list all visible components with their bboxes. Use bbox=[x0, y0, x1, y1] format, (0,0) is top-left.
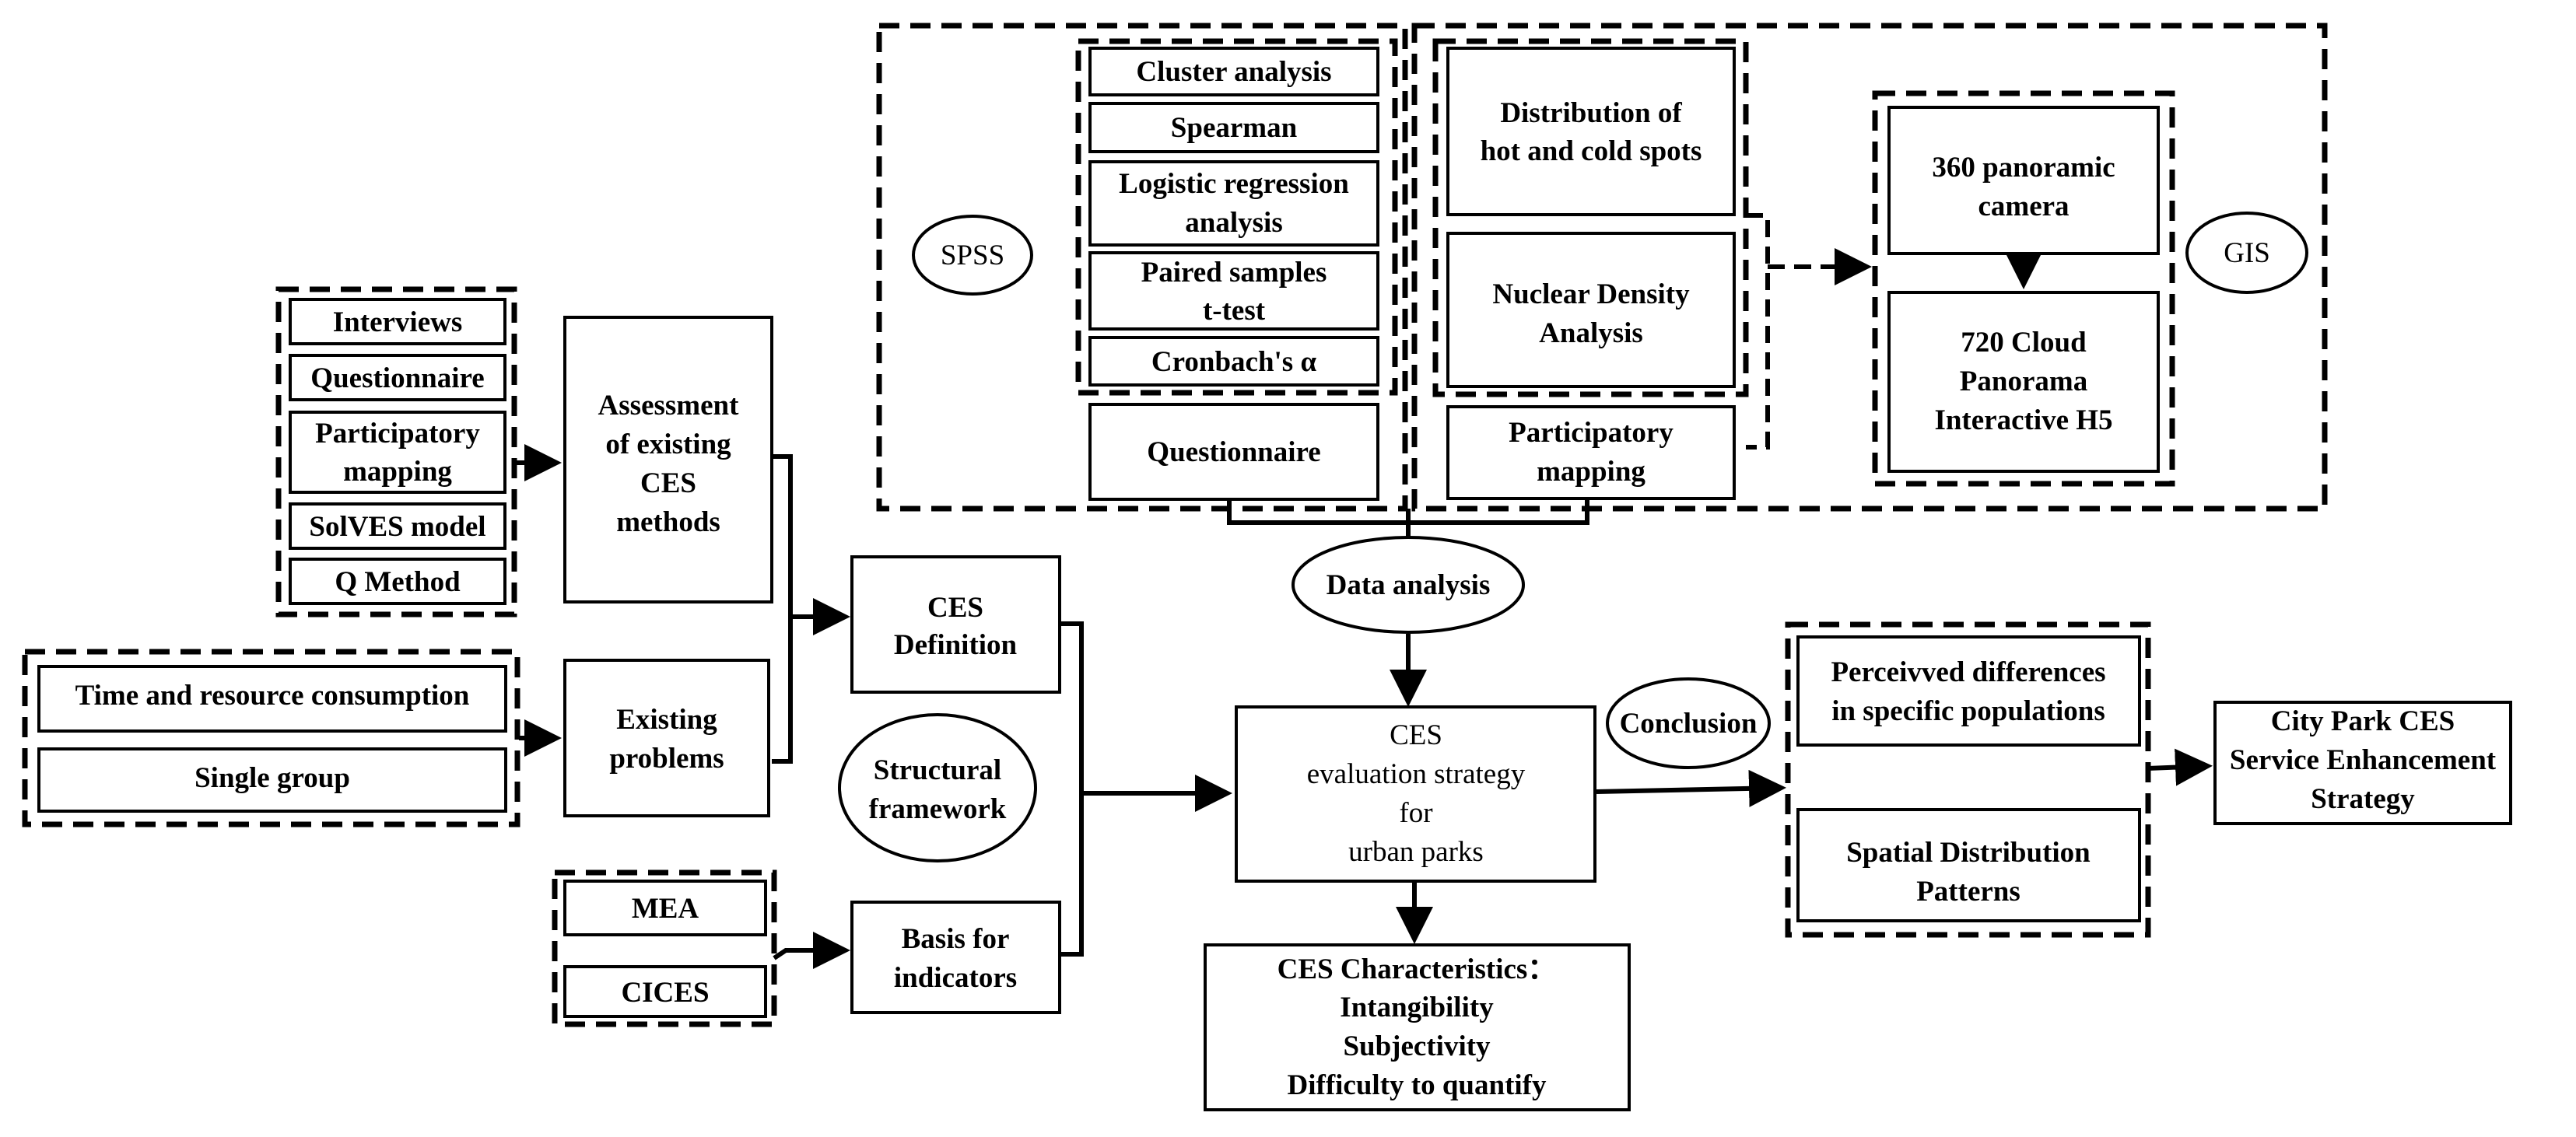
svg-text:Conclusion: Conclusion bbox=[1620, 708, 1758, 740]
spss-stats-group-border bbox=[1075, 38, 1398, 396]
ellipse-data-analysis: Data analysis bbox=[1292, 536, 1525, 634]
box-interviews: Interviews bbox=[289, 298, 506, 345]
svg-text:Cronbach's α: Cronbach's α bbox=[1151, 346, 1317, 378]
svg-text:Spearman: Spearman bbox=[1171, 112, 1298, 144]
box-q-method: Q Method bbox=[289, 558, 506, 605]
connector-gis-to-panorama-dashed bbox=[1746, 213, 1867, 450]
box-cronbach-alpha: Cronbach's α bbox=[1088, 336, 1379, 387]
box-cices: CICES bbox=[563, 965, 767, 1018]
box-mea: MEA bbox=[563, 880, 767, 936]
box-cluster-analysis: Cluster analysis bbox=[1088, 47, 1379, 96]
svg-text:MEA: MEA bbox=[632, 893, 699, 925]
box-questionnaire-top: Questionnaire bbox=[1088, 403, 1379, 501]
svg-text:Q Method: Q Method bbox=[335, 566, 461, 598]
connector-evaluation-to-conclusion bbox=[1596, 769, 1786, 807]
gis-group-border bbox=[1411, 23, 2328, 512]
connector-assessment-existing-merge bbox=[772, 454, 793, 764]
svg-text:Cluster analysis: Cluster analysis bbox=[1136, 56, 1331, 88]
ellipse-conclusion: Conclusion bbox=[1606, 677, 1771, 769]
svg-text:SPSS: SPSS bbox=[941, 240, 1004, 271]
spss-group-border bbox=[876, 23, 1408, 512]
svg-text:CICES: CICES bbox=[621, 977, 709, 1009]
svg-text:CES Characteristics：Intangibil: CES Characteristics：IntangibilitySubject… bbox=[1277, 953, 1557, 1101]
svg-text:Data analysis: Data analysis bbox=[1327, 569, 1491, 601]
conclusion-group-border bbox=[1785, 621, 2151, 938]
svg-text:Questionnaire: Questionnaire bbox=[1147, 436, 1320, 468]
ellipse-gis: GIS bbox=[2185, 212, 2308, 294]
standards-group-border bbox=[552, 869, 777, 1027]
connector-conclusion-to-strategy bbox=[2147, 748, 2213, 786]
svg-text:Interviews: Interviews bbox=[333, 306, 462, 338]
connector-standards-to-basis bbox=[773, 932, 850, 969]
svg-text:SolVES model: SolVES model bbox=[309, 511, 485, 543]
box-time-resource: Time and resource consumption bbox=[37, 665, 507, 733]
box-questionnaire-left: Questionnaire bbox=[289, 354, 506, 401]
svg-text:Questionnaire: Questionnaire bbox=[310, 362, 484, 394]
box-solves-model: SolVES model bbox=[289, 502, 506, 550]
svg-text:Time and resource consumption: Time and resource consumption bbox=[75, 680, 470, 712]
box-single-group: Single group bbox=[37, 747, 507, 813]
connector-definition-basis-merge bbox=[1060, 621, 1084, 957]
ellipse-spss: SPSS bbox=[912, 215, 1033, 296]
svg-text:Single group: Single group bbox=[195, 762, 350, 794]
box-spearman: Spearman bbox=[1088, 102, 1379, 153]
problems-group-border bbox=[22, 649, 520, 827]
svg-text:GIS: GIS bbox=[2224, 237, 2270, 269]
